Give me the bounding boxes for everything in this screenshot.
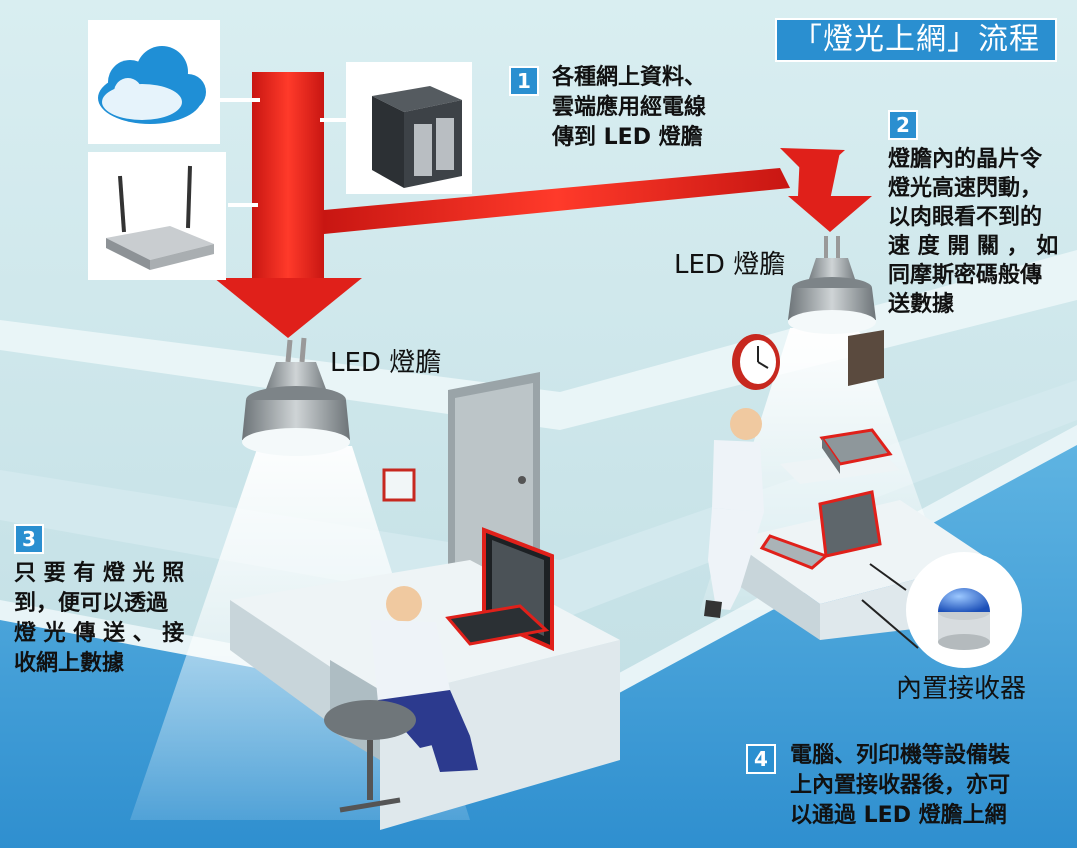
step-4-line-3: 以通過 LED 燈膽上網	[790, 803, 1007, 828]
person-seated	[324, 586, 478, 813]
step-3-line-1: 只 要 有 燈 光 照	[14, 561, 185, 586]
monitor	[445, 527, 554, 652]
door-handle	[518, 476, 526, 484]
step-4-line-2: 上內置接收器後，亦可	[790, 773, 1011, 798]
step-2-line-2: 燈光高速閃動，	[888, 176, 1043, 201]
desk-right	[730, 450, 990, 640]
receiver-label: 內置接收器	[896, 674, 1027, 704]
led-bulb-label-right: LED 燈膽	[674, 250, 786, 280]
receiver-icon	[861, 552, 1022, 668]
data-line-main	[252, 72, 324, 290]
step-3-number: 3	[14, 524, 44, 554]
arrow-down-left	[214, 278, 362, 338]
wall-receiver-right	[848, 330, 884, 386]
data-line-branch	[324, 168, 790, 234]
arrow-down-right	[788, 196, 872, 232]
step-4-line-1: 電腦、列印機等設備裝	[790, 743, 1011, 768]
step-2-number: 2	[888, 110, 918, 140]
step-1-line-1: 各種網上資料、	[552, 65, 707, 90]
printer	[819, 428, 893, 474]
page-title: 「燈光上網」流程	[775, 18, 1057, 62]
step-3-line-3: 燈 光 傳 送 、 接	[14, 621, 185, 646]
step-1-line-2: 雲端應用經電線	[552, 95, 707, 120]
person-standing	[704, 408, 764, 618]
wifi-router-icon	[106, 165, 214, 270]
step-4-number: 4	[746, 744, 776, 774]
step-3-line-4: 收網上數據	[14, 651, 125, 676]
laptop	[759, 490, 882, 570]
step-2-line-1: 燈膽內的晶片令	[888, 147, 1043, 172]
led-bulb-icon	[242, 337, 350, 456]
step-2-line-6: 送數據	[888, 292, 955, 317]
step-3-line-2: 到，便可以透過	[14, 591, 169, 616]
data-line-down-right	[798, 152, 840, 200]
led-bulb-label-left: LED 燈膽	[330, 348, 442, 378]
step-2-line-3: 以肉眼看不到的	[888, 205, 1043, 230]
step-1-line-3: 傳到 LED 燈膽	[552, 125, 703, 150]
wall-receiver-left	[382, 468, 416, 502]
step-2-line-5: 同摩斯密碼般傳	[888, 263, 1043, 288]
led-bulb-icon	[788, 236, 876, 334]
clock-icon	[732, 334, 780, 390]
step-1-number: 1	[509, 66, 539, 96]
cloud-icon	[98, 46, 206, 124]
step-2-line-4: 速 度 開 關 ， 如	[888, 234, 1059, 259]
nas-server-icon	[372, 86, 462, 188]
